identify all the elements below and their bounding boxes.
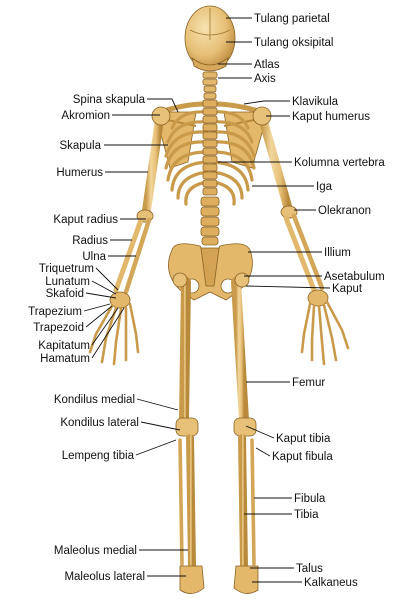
label-trapezoid: Trapezoid bbox=[33, 322, 84, 334]
label-akromion: Akromion bbox=[61, 110, 110, 122]
label-tulang-parietal: Tulang parietal bbox=[254, 13, 330, 25]
label-olekranon: Olekranon bbox=[318, 205, 371, 217]
femur-head-right bbox=[235, 273, 249, 287]
fibula-left bbox=[180, 440, 182, 564]
label-lunatum: Lunatum bbox=[45, 276, 90, 288]
label-skapula: Skapula bbox=[59, 140, 101, 152]
femur-head-left bbox=[173, 273, 187, 287]
label-kondilus-lateral: Kondilus lateral bbox=[60, 417, 139, 429]
humerus-head-left bbox=[152, 107, 170, 125]
tibia-left bbox=[190, 438, 192, 566]
knee-right bbox=[234, 418, 256, 436]
label-kaput-tibia: Kaput tibia bbox=[276, 433, 331, 445]
label-lempeng-tibia: Lempeng tibia bbox=[62, 450, 135, 462]
label-klavikula: Klavikula bbox=[292, 96, 339, 108]
cervical-vertebrae bbox=[203, 72, 217, 99]
label-axis: Axis bbox=[254, 73, 276, 85]
label-skafoid: Skafoid bbox=[46, 288, 84, 300]
label-kaput-radius: Kaput radius bbox=[53, 214, 118, 226]
hand-left bbox=[90, 292, 138, 364]
label-femur: Femur bbox=[292, 377, 325, 389]
hand-right bbox=[302, 290, 348, 364]
label-maleolus-lateral: Maleolus lateral bbox=[64, 571, 145, 583]
label-ilium: Illium bbox=[324, 247, 351, 259]
vertebral-column bbox=[201, 100, 219, 245]
label-hamatum: Hamatum bbox=[40, 353, 90, 365]
label-kaput-humerus: Kaput humerus bbox=[292, 111, 370, 123]
label-ulna: Ulna bbox=[82, 251, 106, 263]
label-kolumna-vertebra: Kolumna vertebra bbox=[294, 157, 385, 169]
fibula-right bbox=[252, 440, 254, 564]
label-kondilus-medial: Kondilus medial bbox=[54, 394, 135, 406]
label-humerus: Humerus bbox=[56, 167, 103, 179]
label-kalkaneus: Kalkaneus bbox=[304, 577, 358, 589]
foot-left bbox=[180, 566, 204, 594]
femur-left bbox=[184, 282, 186, 420]
label-talus: Talus bbox=[296, 563, 323, 575]
tibia-right bbox=[242, 438, 244, 566]
label-iga: Iga bbox=[316, 181, 333, 193]
label-triquetrum: Triquetrum bbox=[39, 263, 94, 275]
label-asetabulum: Asetabulum bbox=[324, 271, 385, 283]
label-radius: Radius bbox=[72, 235, 108, 247]
label-tibia: Tibia bbox=[294, 509, 319, 521]
label-fibula: Fibula bbox=[294, 493, 326, 505]
label-kaput: Kaput bbox=[332, 283, 363, 295]
label-tulang-oksipital: Tulang oksipital bbox=[254, 37, 333, 49]
foot-right bbox=[234, 566, 258, 594]
label-atlas: Atlas bbox=[254, 59, 280, 71]
label-kaput-fibula: Kaput fibula bbox=[272, 451, 333, 463]
label-trapezium: Trapezium bbox=[28, 306, 82, 318]
label-maleolus-medial: Maleolus medial bbox=[54, 545, 137, 557]
label-spina-skapula: Spina skapula bbox=[73, 94, 146, 106]
femur-right bbox=[236, 282, 244, 420]
label-kapitatum: Kapitatum bbox=[38, 340, 90, 352]
knee-left bbox=[176, 418, 198, 436]
humerus-left bbox=[146, 116, 160, 214]
